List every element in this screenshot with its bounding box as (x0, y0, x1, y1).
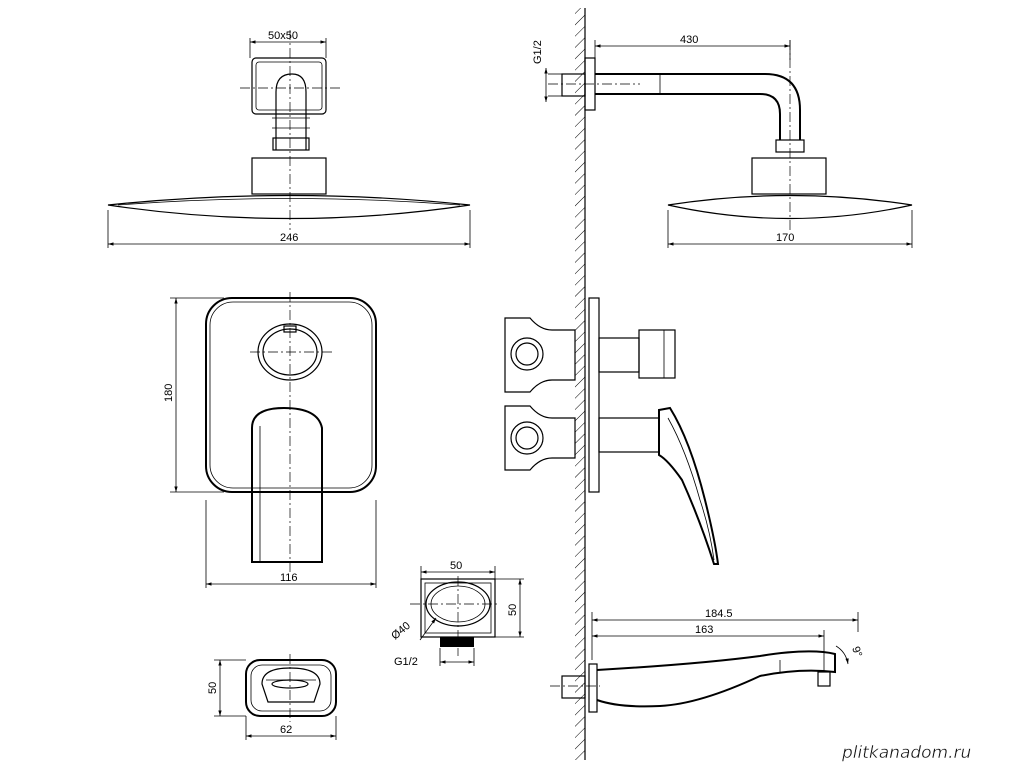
dim-head-depth-label: 170 (776, 232, 794, 244)
bath-spout-front (245, 654, 337, 722)
dim-head-mount-label: 50x50 (268, 30, 298, 42)
dim-arm-length-label: 430 (680, 34, 698, 46)
shower-head-front-view (107, 30, 471, 230)
wall-elbow (410, 576, 500, 656)
dim-panel-height: 180 (163, 297, 224, 493)
dim-head-width-label: 246 (280, 232, 298, 244)
shower-head-side-view (548, 40, 913, 230)
dim-head-width: 246 (107, 210, 471, 248)
dim-spout-width-label: 62 (280, 724, 292, 736)
dim-inlet-thread-label: G1/2 (532, 40, 544, 64)
dim-elbow-thread-label: G1/2 (394, 656, 418, 668)
dim-elbow-height-label: 50 (507, 604, 519, 616)
wall-section (575, 8, 586, 760)
dim-inlet-thread: G1/2 (532, 40, 562, 102)
dim-spout-width: 62 (245, 716, 337, 740)
dim-spout-reach: 163 (592, 624, 825, 672)
dim-elbow-height: 50 (495, 578, 524, 638)
dim-elbow-diameter-label: Ø40 (389, 620, 413, 643)
dim-elbow-diameter: Ø40 (389, 617, 437, 643)
dim-head-depth: 170 (667, 210, 913, 248)
dim-spout-reach-total: 184.5 (591, 608, 859, 660)
dim-elbow-thread: G1/2 (394, 648, 475, 668)
dim-arm-length: 430 (594, 34, 791, 60)
dim-panel-height-label: 180 (163, 384, 175, 402)
watermark-text: plitkanadom.ru (841, 743, 972, 763)
dim-spout-height-label: 50 (207, 682, 219, 694)
dim-spout-reach-label: 163 (695, 624, 713, 636)
bath-spout-side (550, 650, 836, 713)
mixer-panel-front (205, 292, 377, 572)
dim-elbow-width-label: 50 (450, 560, 462, 572)
dim-spout-angle: 9° (835, 645, 864, 665)
dim-spout-height: 50 (207, 659, 246, 717)
dim-panel-width: 116 (205, 500, 377, 588)
dim-spout-reach-total-label: 184.5 (705, 608, 733, 620)
dim-head-mount: 50x50 (249, 30, 327, 58)
dim-spout-angle-label: 9° (849, 645, 864, 659)
mixer-side-view (504, 297, 720, 565)
dim-panel-width-label: 116 (280, 572, 298, 584)
dim-elbow-width: 50 (420, 560, 496, 579)
